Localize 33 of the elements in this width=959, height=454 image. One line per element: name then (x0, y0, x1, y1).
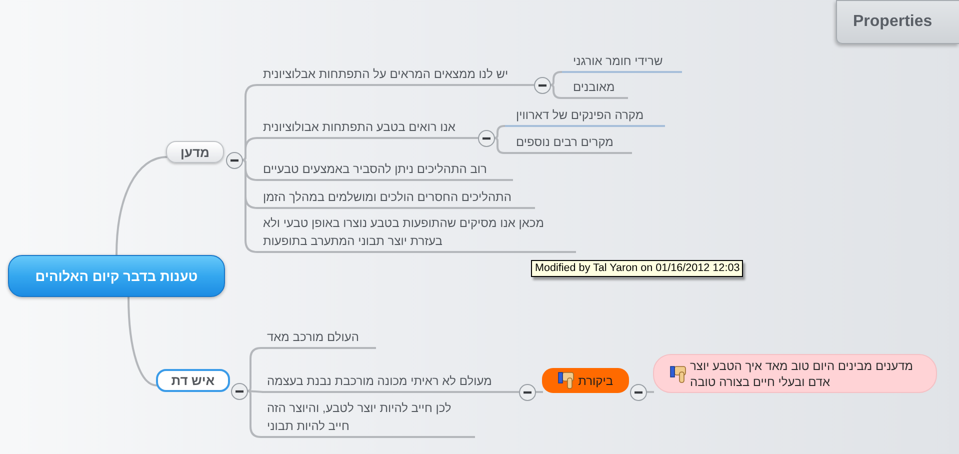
tooltip: Modified by Tal Yaron on 01/16/2012 12:03 (531, 260, 743, 277)
topic-label: אנו רואים בטבע התפתחות אבולוציונית (258, 118, 478, 139)
branch-line (242, 137, 259, 161)
topic-text: ביקורת (578, 372, 613, 388)
branch-line (247, 390, 264, 393)
branch-line (494, 125, 506, 139)
branch-line (550, 71, 563, 86)
topic-label: התהליכים החסרים הולכים ומושלמים במהלך הזמן (258, 188, 535, 209)
topic-label: מקרים רבים נוספים (505, 133, 632, 154)
topic-label: מעולם לא ראיתי מכונה מורכבת נבנת בעצמה (262, 372, 518, 393)
topic-label: רוב התהליכים ניתן להסביר באמצעים טבעיים (258, 160, 513, 181)
panel-button: Properties (836, 0, 959, 44)
topic-label: מקרה הפינקים של דארווין (505, 106, 665, 127)
branch-line (116, 156, 168, 256)
branch-line (550, 84, 563, 99)
topic-label: יש לנו ממצאים המראים על התפתחות אבלוציונית (258, 65, 534, 86)
topic-box: מדען (166, 141, 224, 163)
topic-label: העולם מורכב מאד (262, 328, 376, 349)
branch-line (536, 391, 543, 393)
topic-box (653, 354, 937, 393)
topic-label: מכאן אנו מסיקים שהתופעות בטבע נוצרו באופן טבעי ולא בעזרת יוצר תבוני המתערב בתופעות (258, 214, 576, 253)
topic-label: מאובנים (562, 78, 628, 99)
branch-line (646, 391, 654, 393)
branch-line (242, 159, 259, 181)
branch-line (247, 390, 263, 438)
branch-line (128, 296, 158, 386)
topic-label: לכן חייב להיות יוצר לטבע, והיוצר הזה חייב להיות תבוני (262, 399, 475, 438)
central-topic-box: טענות בדבר קיום האלוהים (8, 255, 225, 297)
branch-line (247, 347, 263, 392)
topic-text: מדענים מבינים היום טוב מאד איך הטבע יוצר אדם ובעלי חיים בצורה טובה (690, 358, 914, 390)
branch-line (494, 137, 506, 154)
topic-label: שרידי חומר אורגני (562, 52, 682, 73)
topic-box: איש דת (156, 369, 230, 392)
